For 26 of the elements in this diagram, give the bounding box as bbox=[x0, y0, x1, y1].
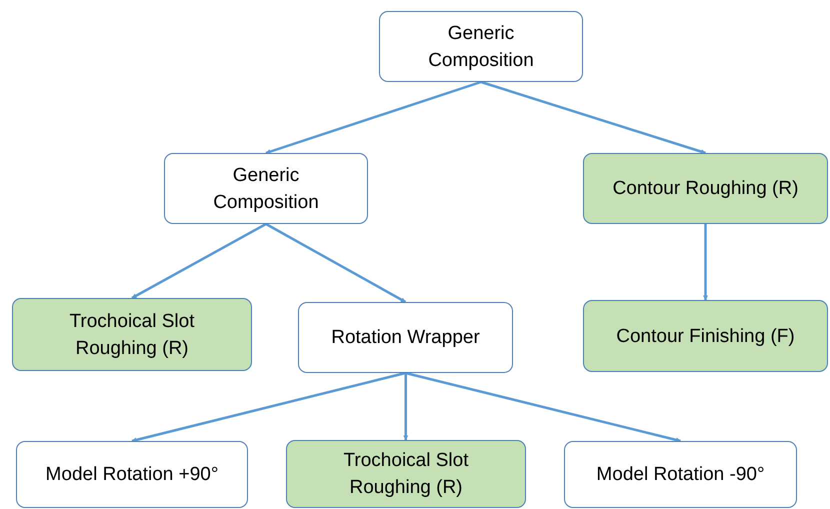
node-label: Generic Composition bbox=[212, 164, 320, 214]
process-box bbox=[564, 441, 797, 508]
arrow bbox=[703, 224, 708, 300]
node-label: Generic Composition bbox=[427, 22, 535, 72]
node-label: Rotation Wrapper bbox=[331, 326, 480, 350]
arrow bbox=[266, 80, 482, 154]
node-label: Contour Finishing (F) bbox=[616, 324, 795, 348]
process-box bbox=[298, 302, 513, 373]
arrow bbox=[132, 372, 406, 442]
node-label: Contour Roughing (R) bbox=[612, 177, 798, 201]
node-label: Trochoical Slot Roughing (R) bbox=[68, 310, 196, 360]
operation-box bbox=[286, 440, 526, 508]
arrow bbox=[480, 80, 706, 154]
node-label: Model Rotation -90° bbox=[596, 463, 765, 487]
node-label: Model Rotation +90° bbox=[46, 463, 218, 487]
operation-box bbox=[583, 153, 828, 224]
process-box bbox=[16, 441, 248, 508]
process-box bbox=[379, 11, 583, 82]
arrow bbox=[403, 373, 408, 440]
process-box bbox=[164, 153, 368, 224]
arrow bbox=[131, 222, 267, 300]
operation-box bbox=[583, 300, 828, 372]
arrow bbox=[405, 372, 681, 442]
node-label: Trochoical Slot Roughing (R) bbox=[342, 449, 470, 500]
operation-box bbox=[12, 298, 252, 371]
arrow bbox=[265, 222, 406, 304]
